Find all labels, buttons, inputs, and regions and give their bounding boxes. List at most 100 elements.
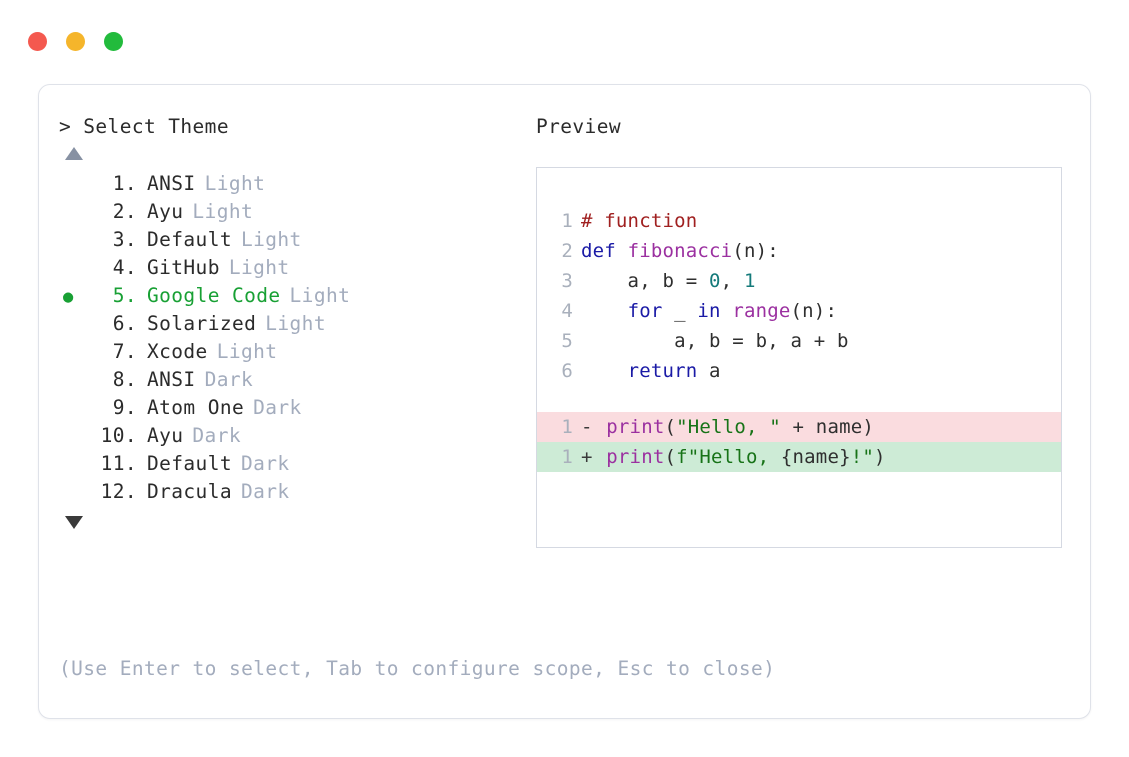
code-token: 0 (709, 270, 721, 292)
theme-list-item[interactable]: 3. Default Light (59, 226, 539, 254)
theme-list-item[interactable]: 6. Solarized Light (59, 310, 539, 338)
code-token: "Hello, " (676, 416, 781, 438)
prompt-label: > Select Theme (59, 115, 229, 138)
theme-item-name: Default (147, 228, 232, 251)
theme-list-item[interactable]: ● 5. Google Code Light (59, 282, 539, 310)
code-token: ( (664, 446, 677, 468)
theme-item-index: 1. (112, 172, 137, 195)
theme-list-item[interactable]: 10. Ayu Dark (59, 422, 539, 450)
theme-item-mode: Light (265, 312, 326, 335)
code-token: print (606, 416, 665, 438)
scroll-up-arrow-icon[interactable] (65, 147, 83, 160)
theme-item-name: ANSI (147, 172, 196, 195)
code-token: (n): (732, 240, 779, 262)
code-token: range (732, 300, 791, 322)
code-token (581, 360, 628, 382)
code-token: fibonacci (627, 240, 733, 262)
selected-bullet-icon: ● (63, 287, 74, 307)
theme-item-index: 11. (100, 452, 137, 475)
window-close-button[interactable] (28, 32, 47, 51)
code-token: # function (581, 210, 698, 232)
theme-item-name: Solarized (147, 312, 257, 335)
window-minimize-button[interactable] (66, 32, 85, 51)
theme-item-mode: Dark (240, 452, 290, 475)
theme-item-name: ANSI (147, 368, 196, 391)
theme-item-mode: Light (192, 200, 254, 223)
theme-item-name: Google Code (147, 284, 281, 307)
theme-item-name: Default (147, 452, 232, 475)
theme-item-index: 5. (112, 284, 137, 307)
theme-item-index: 6. (112, 312, 137, 335)
theme-item-mode: Dark (253, 396, 302, 419)
line-number: 2 (561, 240, 573, 262)
theme-item-name: Ayu (147, 200, 184, 223)
window-maximize-button[interactable] (104, 32, 123, 51)
code-token: def (581, 240, 628, 262)
code-token: (n): (790, 300, 838, 322)
code-token: , (720, 270, 744, 292)
line-number: 6 (561, 360, 573, 382)
theme-item-index: 7. (112, 340, 137, 363)
code-line-text: a, b = 0, 1 (581, 266, 756, 296)
scroll-down-arrow-icon[interactable] (65, 516, 83, 529)
diff-marker: - (581, 416, 605, 438)
line-number: 1 (561, 446, 573, 468)
theme-item-name: GitHub (147, 256, 220, 279)
theme-item-name: Dracula (147, 480, 232, 503)
theme-item-mode: Light (204, 172, 266, 195)
code-line: 6 return a (537, 356, 1061, 386)
theme-list-item[interactable]: 11. Default Dark (59, 450, 539, 478)
line-number: 1 (561, 210, 573, 232)
code-token: print (606, 446, 665, 468)
code-token (721, 300, 733, 322)
theme-item-index: 2. (112, 200, 137, 223)
code-token: for (627, 300, 663, 322)
code-token: f"Hello, (676, 446, 781, 468)
code-token: 1 (743, 270, 756, 292)
code-line-text: return a (581, 356, 721, 386)
theme-list-item[interactable]: 2. Ayu Light (59, 198, 539, 226)
code-token: !" (850, 446, 875, 468)
theme-item-mode: Light (289, 284, 351, 307)
theme-item-mode: Light (216, 340, 278, 363)
code-line-text: # function (581, 206, 697, 236)
code-line-text: for _ in range(n): (581, 296, 837, 326)
diff-line-added: 1+ print(f"Hello, {name}!") (537, 442, 1061, 472)
code-token: in (697, 300, 721, 322)
theme-item-name: Atom One (147, 396, 245, 419)
theme-list-item[interactable]: 1. ANSI Light (59, 170, 539, 198)
theme-item-mode: Dark (204, 368, 254, 391)
theme-item-index: 10. (100, 424, 137, 447)
code-line: 5 a, b = b, a + b (537, 326, 1061, 356)
theme-item-index: 3. (112, 228, 137, 251)
theme-item-mode: Dark (192, 424, 241, 447)
code-line-text: def fibonacci(n): (581, 236, 779, 266)
theme-item-name: Ayu (147, 424, 184, 447)
theme-item-mode: Light (240, 228, 302, 251)
code-token: return (627, 360, 698, 382)
diff-line-text: print(f"Hello, {name}!") (606, 442, 885, 472)
code-blank-line (537, 386, 1061, 412)
code-line: 2 def fibonacci(n): (537, 236, 1061, 266)
code-token: ) (874, 446, 886, 468)
theme-list-item[interactable]: 8. ANSI Dark (59, 366, 539, 394)
code-token (581, 300, 628, 322)
line-number: 3 (561, 270, 573, 292)
code-token: + name) (780, 416, 875, 438)
code-line: 1 # function (537, 206, 1061, 236)
theme-item-index: 8. (112, 368, 137, 391)
code-token: ( (664, 416, 677, 438)
keyboard-hint: (Use Enter to select, Tab to configure s… (59, 657, 776, 680)
code-line-text: a, b = b, a + b (581, 326, 849, 356)
preview-label: Preview (536, 115, 621, 138)
code-line: 4 for _ in range(n): (537, 296, 1061, 326)
